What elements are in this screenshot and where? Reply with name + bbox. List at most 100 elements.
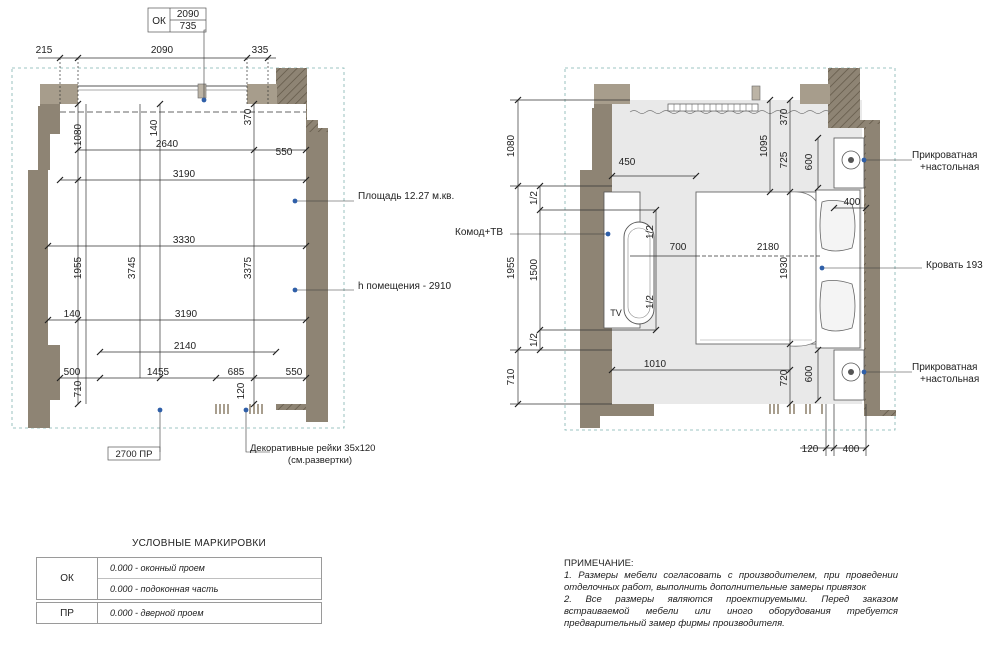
left-leaders xyxy=(159,29,354,453)
left-plan: ОК 2090 735 2700 ПР Площадь 12.27 м.кв. … xyxy=(11,7,454,466)
r-dim-400-bottom: 400 xyxy=(843,444,860,455)
note-line-2: 2. Все размеры являются проектируемыми. … xyxy=(564,594,898,629)
window-leader-dot xyxy=(201,97,207,103)
legend-item-door-opening: 0.000 - дверной проем xyxy=(110,608,204,618)
dim-140-bottom: 140 xyxy=(64,309,81,320)
dim-370: 370 xyxy=(243,108,254,125)
notes-block: ПРИМЕЧАНИЕ: 1. Размеры мебели согласоват… xyxy=(564,558,898,630)
r-dim-1080: 1080 xyxy=(506,134,517,157)
r-dim-1955: 1955 xyxy=(506,256,517,279)
dim-2140: 2140 xyxy=(174,341,197,352)
r-dim-700: 700 xyxy=(670,242,687,253)
right-plan-frame xyxy=(564,67,896,431)
dim-140-top: 140 xyxy=(149,119,160,136)
left-dim-ticks xyxy=(44,54,310,408)
nightstand-bottom-label-1: Прикроватная xyxy=(912,362,977,373)
tv xyxy=(623,221,655,325)
area-leader-dot xyxy=(292,198,298,204)
height-leader-dot xyxy=(292,287,298,293)
door-leader-dot xyxy=(157,407,163,413)
dim-120: 120 xyxy=(236,382,247,399)
right-window-jamb-left xyxy=(594,84,630,104)
right-window-jamb-right xyxy=(800,84,830,104)
r-dim-370: 370 xyxy=(779,108,790,125)
right-dim-lines xyxy=(510,99,867,456)
dim-1955: 1955 xyxy=(73,256,84,279)
dim-550-top: 550 xyxy=(276,147,293,158)
legend-code-door: ПР xyxy=(37,603,98,623)
legend-item-sill: 0.000 - подоконная часть xyxy=(110,584,219,594)
r-dim-2180: 2180 xyxy=(757,242,780,253)
dim-3330: 3330 xyxy=(173,235,196,246)
dim-500: 500 xyxy=(64,367,81,378)
nightstand-top xyxy=(833,137,865,189)
bed-dot xyxy=(819,265,825,271)
r-dim-450: 450 xyxy=(619,157,636,168)
r-dim-710: 710 xyxy=(506,368,517,385)
left-plan-floor xyxy=(60,104,306,404)
legend-table: УСЛОВНЫЕ МАРКИРОВКИ ОК 0.000 - оконный п… xyxy=(36,538,322,626)
r-dim-720: 720 xyxy=(779,369,790,386)
slats-label-line1: Декоративные рейки 35x120 xyxy=(250,443,375,454)
r-dim-1500: 1500 xyxy=(529,258,540,281)
right-window-marker xyxy=(751,85,761,101)
dim-2640: 2640 xyxy=(156,139,179,150)
dim-3375: 3375 xyxy=(243,256,254,279)
tv-label: TV xyxy=(610,308,622,318)
door-tag-label: 2700 ПР xyxy=(116,449,153,460)
dim-710: 710 xyxy=(73,380,84,397)
left-window-marker xyxy=(197,83,207,99)
window-tag-width: 2090 xyxy=(177,9,200,20)
r-dim-half-2: 1/2 xyxy=(529,333,540,347)
r-dim-400-top: 400 xyxy=(844,197,861,208)
right-left-wall xyxy=(580,86,654,428)
left-wall xyxy=(28,86,78,428)
right-right-wall-solid xyxy=(866,124,880,416)
r-dim-1930: 1930 xyxy=(779,256,790,279)
dim-3190-bottom: 3190 xyxy=(175,309,198,320)
right-dim-ticks xyxy=(514,96,870,452)
r-dim-half-1: 1/2 xyxy=(529,191,540,205)
slats-label-line2: (см.развертки) xyxy=(288,455,352,466)
left-window-jamb-right xyxy=(247,84,277,104)
nightstand-top-label-2: +настольная xyxy=(920,162,979,173)
dim-3745: 3745 xyxy=(127,256,138,279)
dim-335: 335 xyxy=(252,45,269,56)
dim-215: 215 xyxy=(36,45,53,56)
r-dim-120: 120 xyxy=(802,444,819,455)
r-dim-600-top: 600 xyxy=(804,153,815,170)
legend-item-window-opening: 0.000 - оконный проем xyxy=(98,558,321,579)
dim-2090-top: 2090 xyxy=(151,45,174,56)
dim-1455: 1455 xyxy=(147,367,170,378)
dim-550-bottom: 550 xyxy=(286,367,303,378)
dim-1080: 1080 xyxy=(73,123,84,146)
right-plan: TV xyxy=(455,67,983,456)
left-plan-frame xyxy=(11,67,345,429)
door-tag-box xyxy=(107,446,161,461)
bed xyxy=(695,189,861,349)
r-dim-725: 725 xyxy=(779,151,790,168)
r-dim-half-3: 1/2 xyxy=(645,225,656,239)
note-line-1: 1. Размеры мебели согласовать с производ… xyxy=(564,570,898,593)
legend-row-door: ПР 0.000 - дверной проем xyxy=(36,602,322,624)
nightstand-top-label-1: Прикроватная xyxy=(912,150,977,161)
dim-3190-top: 3190 xyxy=(173,169,196,180)
radiator xyxy=(667,103,759,112)
decorative-slats xyxy=(215,404,263,414)
dim-685: 685 xyxy=(228,367,245,378)
right-slats xyxy=(769,404,823,414)
r-dim-1095: 1095 xyxy=(759,134,770,157)
r-dim-600-bottom: 600 xyxy=(804,365,815,382)
right-leaders xyxy=(510,159,922,373)
nightstand-bottom xyxy=(833,349,865,401)
right-wall-solid xyxy=(306,132,328,422)
legend-code-window: ОК xyxy=(37,558,98,599)
r-dim-1010: 1010 xyxy=(644,359,667,370)
room-height-label: h помещения - 2910 xyxy=(358,281,452,292)
left-window-jamb-left xyxy=(40,84,78,104)
note-title: ПРИМЕЧАНИЕ: xyxy=(564,558,634,569)
nightstand-top-dot xyxy=(861,157,867,163)
bed-label: Кровать 193 xyxy=(926,260,983,271)
nightstand-bottom-dot xyxy=(861,369,867,375)
